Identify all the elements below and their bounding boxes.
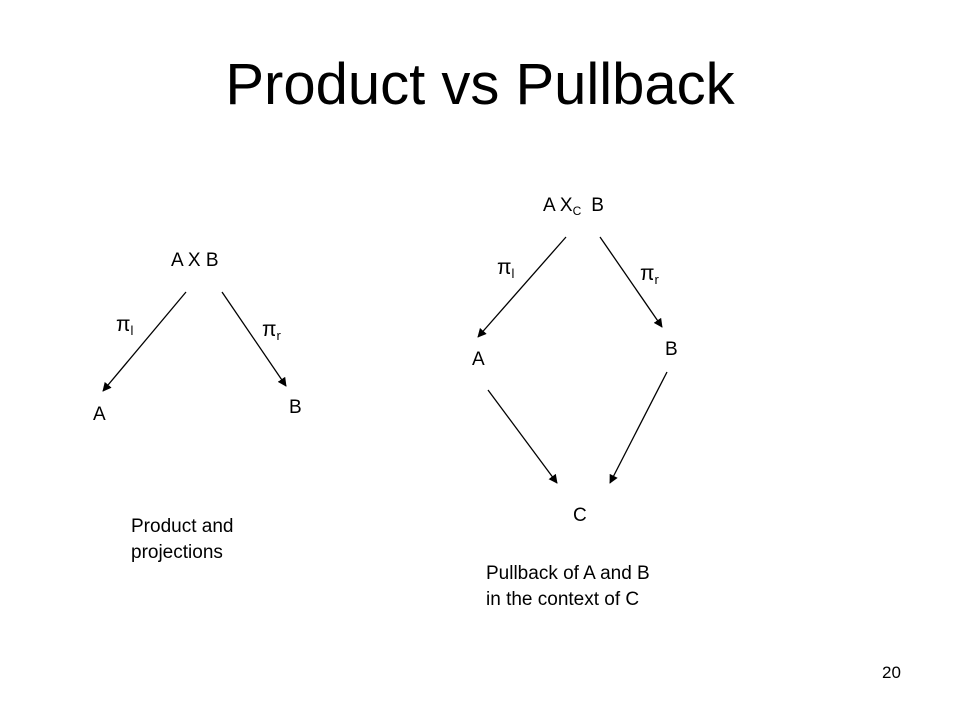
page-number: 20 xyxy=(882,663,901,682)
pullback-apex-subscript: C xyxy=(572,204,582,218)
pi-symbol: π xyxy=(497,256,512,279)
product-right-node: B xyxy=(289,397,302,418)
pullback-bottom-node: C xyxy=(573,505,587,526)
pi-symbol: π xyxy=(640,262,655,285)
pi-symbol: π xyxy=(262,318,277,341)
pullback-left-projection: πl xyxy=(497,256,514,286)
pullback-caption: Pullback of A and B in the context of C xyxy=(486,561,746,613)
pullback-left-node: A xyxy=(472,349,485,370)
product-right-projection: πr xyxy=(262,318,281,348)
slide-title: Product vs Pullback xyxy=(225,52,735,117)
product-caption-line2: projections xyxy=(131,542,223,563)
pullback-caption-line1: Pullback of A and B xyxy=(486,563,650,584)
pullback-arrow-right xyxy=(599,236,663,328)
pullback-apex-main: A X xyxy=(543,195,573,216)
pullback-right-projection: πr xyxy=(640,262,659,292)
product-left-projection: πl xyxy=(116,313,133,343)
pi-subscript: r xyxy=(276,328,281,343)
pi-subscript: l xyxy=(130,323,134,338)
product-caption: Product and projections xyxy=(131,514,331,566)
pullback-apex-tail: B xyxy=(591,195,604,216)
pullback-right-node: B xyxy=(665,339,678,360)
product-caption-line1: Product and xyxy=(131,516,234,537)
pi-symbol: π xyxy=(116,313,131,336)
pullback-arrow-a-to-c xyxy=(487,389,558,484)
pullback-caption-line2: in the context of C xyxy=(486,589,640,610)
product-left-node: A xyxy=(93,404,106,425)
product-apex-label: A X B xyxy=(171,250,219,271)
pullback-arrow-left xyxy=(477,236,567,338)
pullback-arrow-b-to-c xyxy=(609,371,668,484)
pi-subscript: r xyxy=(654,272,659,287)
product-arrow-right xyxy=(221,291,287,387)
pi-subscript: l xyxy=(511,266,515,281)
product-arrow-left xyxy=(102,291,187,392)
